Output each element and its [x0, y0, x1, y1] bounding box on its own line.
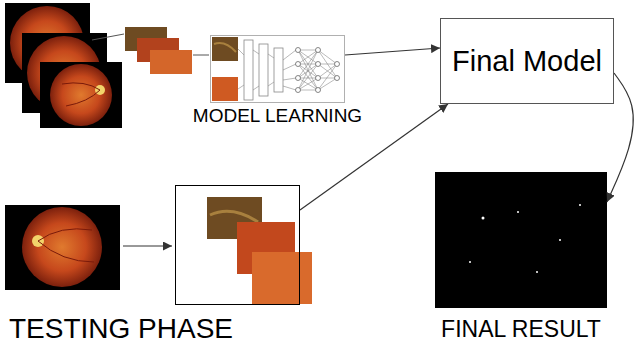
neuron [296, 76, 301, 81]
vessel [214, 43, 236, 52]
conv-layer [244, 40, 253, 100]
fundus-image [40, 62, 122, 128]
vessel [38, 229, 94, 262]
neuron [296, 62, 301, 67]
final-model-box: Final Model [440, 18, 614, 104]
fundus-image [22, 207, 102, 287]
leader-line [193, 55, 209, 56]
neuron [316, 48, 321, 53]
conv-layer [274, 48, 283, 92]
fundus-image [50, 64, 112, 126]
leader-line [92, 34, 124, 40]
box-title: Final Model [452, 47, 602, 76]
lesion-dot [579, 204, 581, 206]
image-patch [150, 50, 192, 74]
neuron [335, 76, 340, 81]
testing-box: TESTING PHASE [175, 185, 300, 305]
lesion-dot [517, 211, 519, 213]
box-heading: MODEL LEARNING [193, 106, 362, 125]
lesion-dot [469, 261, 471, 263]
lesion-dot [482, 217, 485, 220]
image-patch [212, 77, 238, 101]
input-arrow [123, 246, 172, 247]
neuron [316, 76, 321, 81]
box-heading: FINAL RESULT [441, 318, 601, 341]
neuron [296, 88, 301, 93]
vessel [62, 83, 100, 106]
neuron [316, 88, 321, 93]
layer-link [238, 49, 296, 90]
image-patch [212, 37, 238, 61]
lesion-dot [559, 239, 561, 241]
neuron [335, 62, 340, 67]
result-box: FINAL RESULT [435, 172, 607, 308]
dense-link [298, 50, 337, 90]
fundus-image [5, 205, 120, 290]
neuron [296, 48, 301, 53]
cnn-box: MODEL LEARNING [210, 35, 345, 103]
result-image [435, 172, 607, 308]
flow-arrow [345, 48, 440, 55]
conv-layer [259, 44, 268, 96]
lesion-dot [536, 271, 538, 273]
vessel [210, 211, 258, 222]
neuron [316, 62, 321, 67]
box-heading: TESTING PHASE [9, 315, 233, 343]
image-patch [252, 252, 312, 304]
